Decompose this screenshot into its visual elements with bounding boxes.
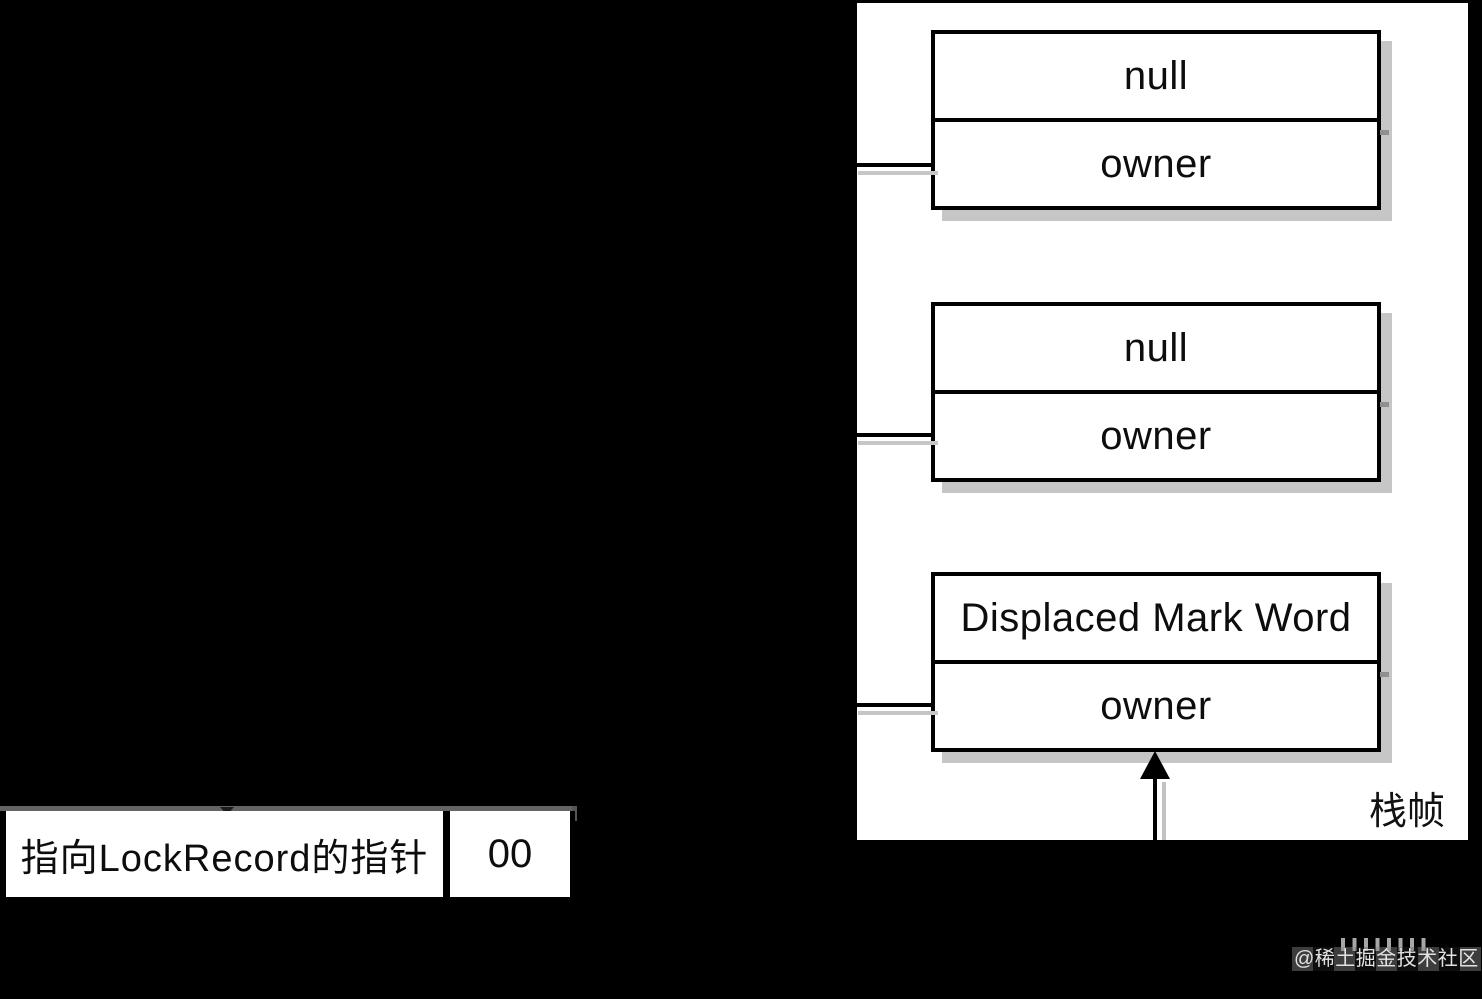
connector-line-1	[857, 163, 931, 167]
divider-shadow-tick	[1380, 130, 1389, 135]
connector-line-2-shadow	[858, 441, 938, 445]
connector-line-1-shadow	[858, 171, 938, 175]
connector-line-3-shadow	[858, 711, 938, 715]
lock-record-1-null-cell: null	[935, 34, 1377, 118]
lock-record-box-1: null owner	[931, 30, 1389, 210]
lock-record-box-2: null owner	[931, 302, 1389, 482]
lock-record-pointer-cell: 指向LockRecord的指针	[6, 811, 443, 897]
lock-record-1-owner-cell: owner	[935, 118, 1377, 206]
connector-line-3	[857, 703, 931, 707]
owner-arrow-shadow	[1162, 782, 1166, 840]
stack-frame-panel: null owner null owner Displaced Mark Wor…	[857, 3, 1468, 840]
watermark-text: @稀土掘金技术社区	[1292, 947, 1481, 971]
lock-record-3-displaced-mark-word-cell: Displaced Mark Word	[935, 576, 1377, 660]
lock-bits-cell: 00	[443, 811, 570, 897]
owner-arrowhead-icon	[1140, 751, 1170, 779]
lock-record-3-owner-cell: owner	[935, 660, 1377, 748]
watermark-logo-bars	[1341, 938, 1429, 951]
mark-word-box: 指向LockRecord的指针 00	[0, 811, 575, 903]
divider-shadow-tick	[1380, 672, 1389, 677]
owner-arrow-line	[1153, 776, 1157, 840]
connector-line-2	[857, 433, 931, 437]
stack-frame-label: 栈帧	[1369, 791, 1446, 833]
lock-record-2-null-cell: null	[935, 306, 1377, 390]
divider-shadow-tick	[1380, 402, 1389, 407]
lock-record-2-owner-cell: owner	[935, 390, 1377, 478]
mark-word-top-line	[0, 806, 577, 811]
lock-record-box-3: Displaced Mark Word owner	[931, 572, 1389, 752]
